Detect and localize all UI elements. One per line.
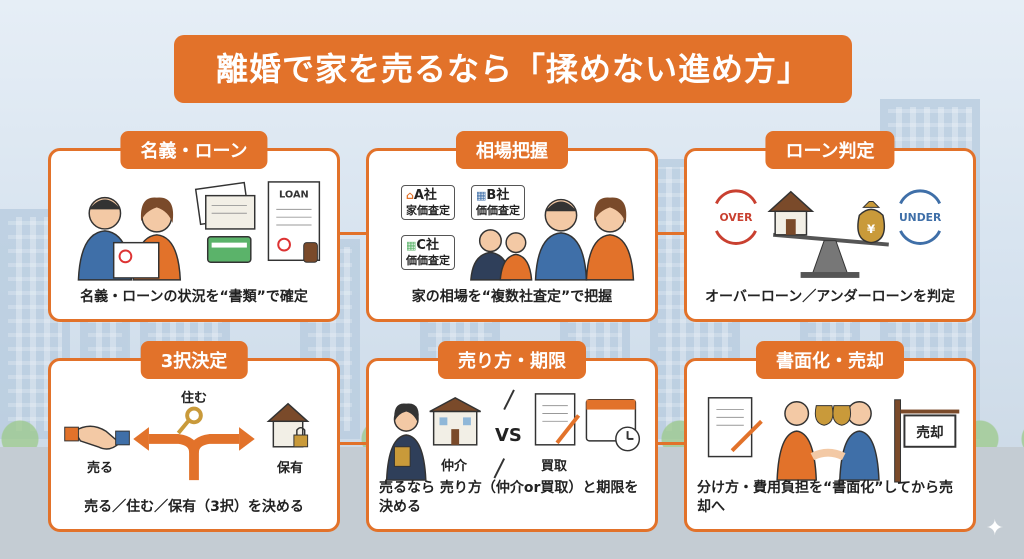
card-caption: オーバーローン／アンダーローンを判定 (705, 289, 955, 306)
card-label: 名義・ローン (120, 131, 268, 169)
connector-line (340, 232, 368, 235)
card-caption: 家の相場を“複数社査定”で把握 (411, 289, 613, 306)
card-label: 相場把握 (456, 131, 568, 169)
card-caption: 名義・ローンの状況を“書類”で確定 (80, 289, 308, 306)
page-title: 離婚で家を売るなら「揉めない進め方」 (174, 35, 852, 103)
step-card-market: 相場把握 ⌂A社家価査定 ▦B社価価査定 ▦C社価価査定 家の相場を“複数社査定… (366, 131, 658, 322)
option-keep-label: 保有 (277, 461, 304, 476)
method-purchase-label: 買取 (541, 459, 568, 474)
three-way-arrow-illustration (51, 381, 337, 491)
step-card-loan-judge: ローン判定 OVER UNDER ¥ オーバーローン／アンダーローンを判定 (684, 131, 976, 322)
step-card-name-loan: 名義・ローン LOAN (48, 131, 340, 322)
loan-doc-text: LOAN (279, 190, 309, 201)
card-label: 売り方・期限 (438, 341, 586, 379)
connector-line (658, 232, 686, 235)
appraisal-illustration (369, 171, 655, 281)
svg-text:¥: ¥ (867, 222, 876, 236)
method-brokerage-label: 仲介 (441, 459, 468, 474)
sparkle-icon: ✦ (985, 516, 1004, 541)
step-card-document-sell: 書面化・売却 売却 分け方・費用負担を“書面化”してから売却へ (684, 341, 976, 532)
company-c-bubble: ▦C社価価査定 (401, 235, 455, 270)
company-a-bubble: ⌂A社家価査定 (401, 185, 455, 220)
card-caption: 売る／住む／保有（3択）を決める (84, 499, 304, 516)
step-card-method-deadline: 売り方・期限 (366, 341, 658, 532)
card-label: 書面化・売却 (756, 341, 904, 379)
connector-line (658, 442, 686, 445)
card-label: 3択決定 (140, 341, 248, 379)
option-live-label: 住む (181, 391, 208, 406)
card-caption: 分け方・費用負担を“書面化”してから売却へ (697, 480, 953, 516)
couple-documents-illustration: LOAN (51, 171, 337, 281)
vs-label: VS (495, 425, 522, 446)
for-sale-sign-text: 売却 (916, 424, 943, 441)
under-label: UNDER (899, 211, 942, 224)
company-b-bubble: ▦B社価価査定 (471, 185, 525, 220)
connector-line (340, 442, 368, 445)
over-label: OVER (720, 211, 754, 224)
balance-scale-illustration: OVER UNDER ¥ (687, 171, 973, 281)
sales-method-illustration (369, 381, 655, 491)
agreement-illustration: 売却 (687, 381, 973, 491)
card-caption: 売るなら 売り方（仲介or買取）と期限を決める (379, 480, 639, 516)
step-card-three-choices: 3択決定 住む 売る 保有 売る／住む／保有（3択）を決める (48, 341, 340, 532)
card-label: ローン判定 (765, 131, 895, 169)
option-sell-label: 売る (87, 461, 114, 476)
